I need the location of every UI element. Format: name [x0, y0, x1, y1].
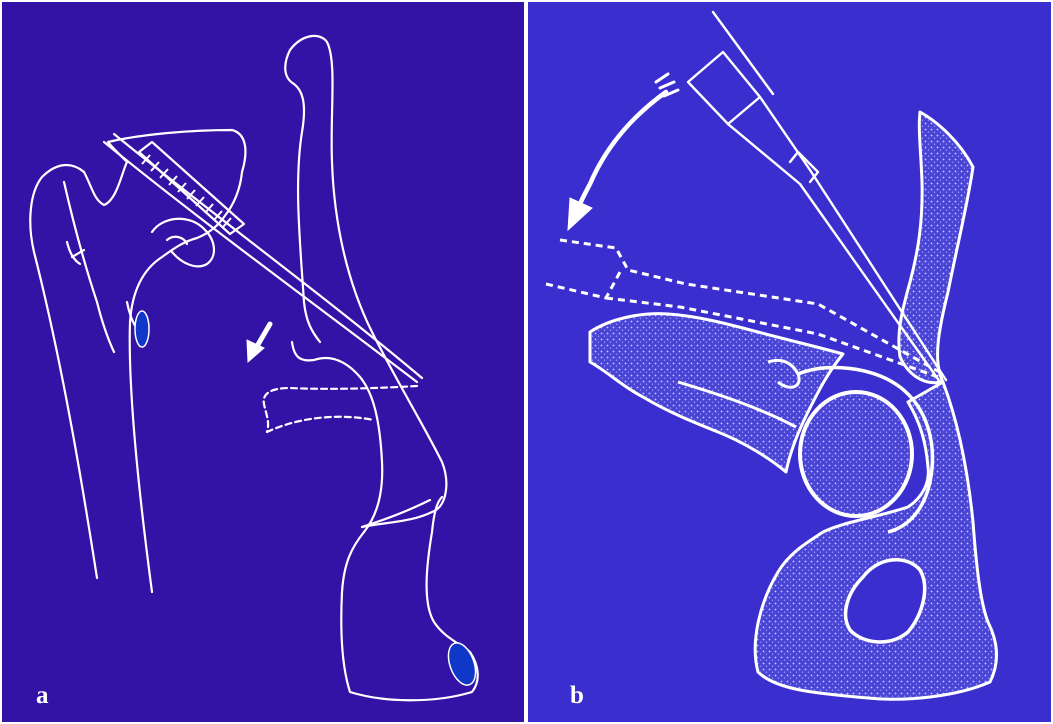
panel-b: b	[528, 2, 1051, 722]
panel-a-drawing	[2, 2, 524, 722]
panel-a-background	[2, 2, 524, 722]
marker-spot-femur	[135, 311, 149, 347]
panel-a-label: a	[36, 683, 49, 708]
panel-b-label: b	[570, 683, 584, 708]
panel-b-drawing	[528, 2, 1051, 722]
femoral-head	[800, 392, 912, 516]
panel-a: a	[2, 2, 524, 722]
